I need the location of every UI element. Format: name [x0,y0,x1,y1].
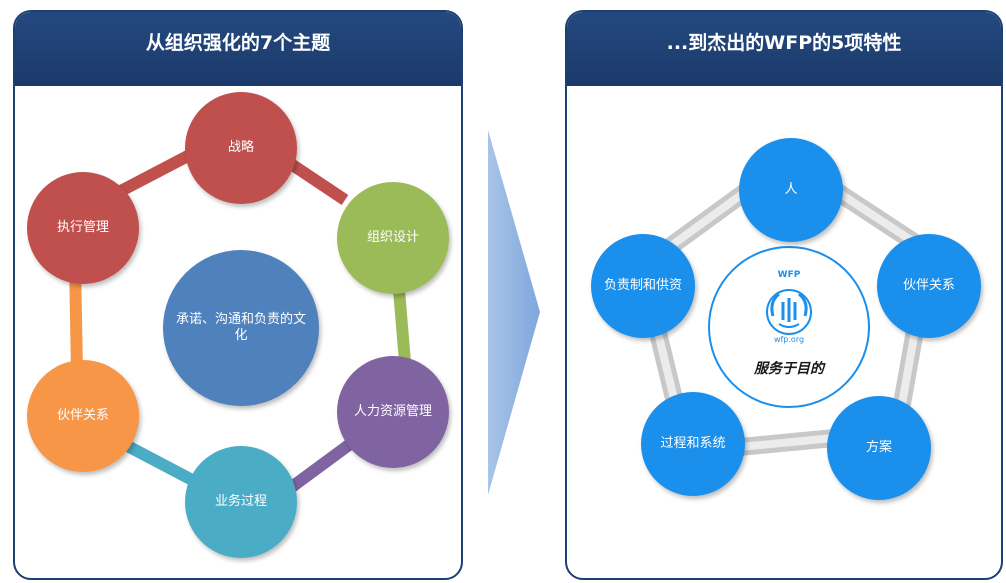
node-partnership: 伙伴关系 [27,360,139,472]
node-hr-management: 人力资源管理 [337,356,449,468]
wfp-logo-icon [766,289,812,335]
center-purpose-label: 服务于目的 [754,361,824,377]
left-panel-title: 从组织强化的7个主题 [15,12,461,86]
right-panel: ...到杰出的WFP的5项特性 WFP wfp.org 服务于目的 人 伙伴关系… [565,10,1003,580]
node-strategy: 战略 [185,92,297,204]
wfp-logo-url: wfp.org [773,335,805,344]
node-org-design-label: 组织设计 [366,230,419,245]
node-process-systems: 过程和系统 [641,392,745,496]
center-culture-label: 承诺、沟通和负责的文化 [176,312,307,343]
node-people-label: 人 [784,182,798,197]
center-culture-circle: 承诺、沟通和负责的文化 [163,250,319,406]
node-partnership-label: 伙伴关系 [56,408,109,423]
node-executive-management: 执行管理 [27,172,139,284]
node-people: 人 [739,138,843,242]
right-panel-title: ...到杰出的WFP的5项特性 [567,12,1001,86]
node-partnership-right: 伙伴关系 [877,234,981,338]
node-business-process-label: 业务过程 [214,494,267,509]
node-org-design: 组织设计 [337,182,449,294]
left-panel: 从组织强化的7个主题 战略 组织设计 人力资源管理 业务过程 伙伴关系 执行管理… [13,10,463,580]
node-executive-management-label: 执行管理 [56,220,109,235]
wfp-logo-text: WFP [777,270,801,280]
node-accountability-funding: 负责制和供资 [591,234,695,338]
node-business-process: 业务过程 [185,446,297,558]
node-programme: 方案 [827,396,931,500]
node-programme-label: 方案 [865,440,892,455]
node-accountability-funding-label: 负责制和供资 [603,278,682,293]
node-hr-management-label: 人力资源管理 [353,404,432,419]
node-process-systems-label: 过程和系统 [660,436,726,451]
node-partnership-right-label: 伙伴关系 [902,278,955,293]
node-strategy-label: 战略 [227,140,254,155]
